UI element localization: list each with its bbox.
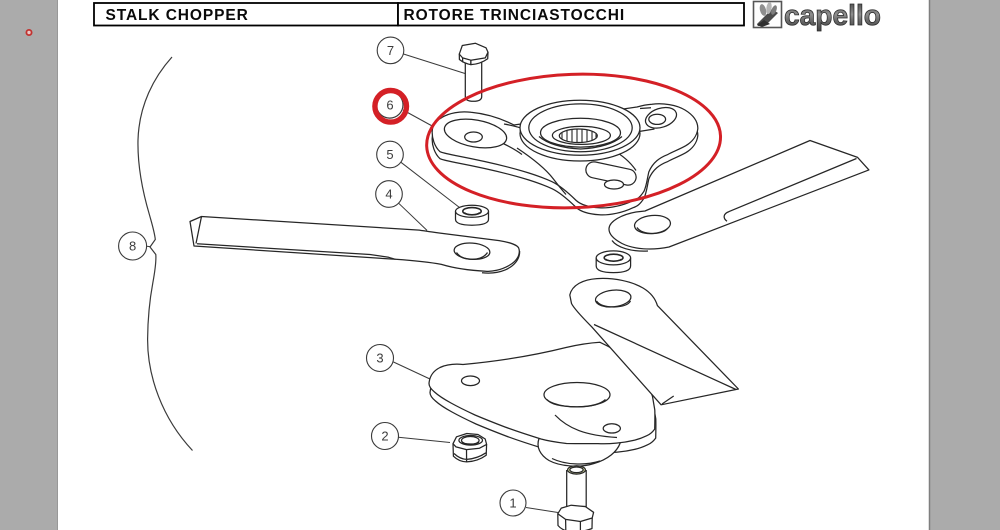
svg-text:3: 3 — [376, 351, 383, 366]
svg-text:1: 1 — [509, 496, 516, 511]
svg-text:7: 7 — [387, 43, 394, 58]
svg-text:6: 6 — [386, 98, 393, 113]
svg-text:capello: capello — [784, 0, 881, 32]
svg-text:5: 5 — [386, 147, 393, 162]
svg-text:2: 2 — [381, 429, 388, 444]
svg-text:4: 4 — [385, 187, 392, 202]
svg-text:ROTORE TRINCIASTOCCHI: ROTORE TRINCIASTOCCHI — [404, 7, 626, 24]
svg-text:STALK CHOPPER: STALK CHOPPER — [106, 7, 249, 24]
svg-text:8: 8 — [129, 238, 136, 253]
